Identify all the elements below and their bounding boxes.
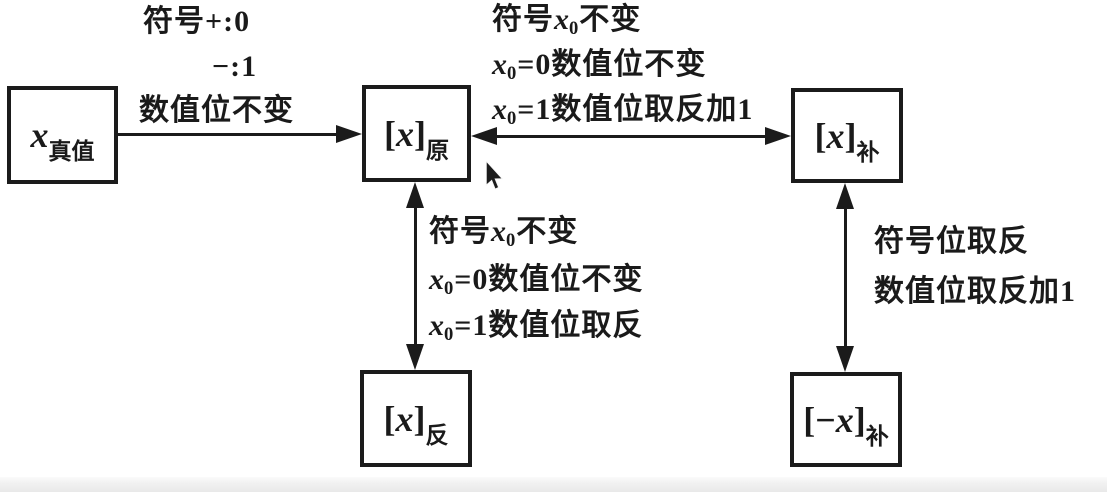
node-complement-code-label: [x]补 <box>814 115 880 165</box>
edge-label-sign-minus-one: −:1 <box>212 50 258 83</box>
edge-label-orig-comp-line1: 符号x0不变 <box>492 3 642 39</box>
edge-label-sign-bit-invert: 符号位取反 <box>874 225 1029 258</box>
node-original-code-label: [x]原 <box>384 113 449 163</box>
edge-label-orig-inv-line1: 符号x0不变 <box>429 215 579 251</box>
node-negative-complement-code-label: [−x]补 <box>803 399 889 449</box>
node-complement-code: [x]补 <box>791 88 903 183</box>
arrowhead-up-icon <box>406 182 424 208</box>
node-true-value: x真值 <box>7 86 118 184</box>
edge-label-magnitude-invert-add1: 数值位取反加1 <box>874 275 1076 308</box>
bottom-edge-strip <box>0 477 1107 492</box>
edge-label-sign-plus-zero: 符号+:0 <box>143 5 251 38</box>
node-inverse-code-label: [x]反 <box>383 398 449 448</box>
edge-label-orig-inv-line2: x0=0数值位不变 <box>429 263 644 299</box>
edge-label-orig-comp-line2: x0=0数值位不变 <box>492 48 707 84</box>
arrowhead-right-icon <box>336 125 362 143</box>
edge-label-orig-comp-line3: x0=1数值位取反加1 <box>492 93 754 129</box>
node-negative-complement-code: [−x]补 <box>790 372 902 467</box>
node-inverse-code: [x]反 <box>360 370 472 467</box>
mouse-cursor-icon <box>485 161 503 190</box>
edge-label-magnitude-unchanged: 数值位不变 <box>139 94 294 127</box>
edge-label-orig-inv-line3: x0=1数值位取反 <box>429 309 644 345</box>
arrowhead-up-icon <box>836 183 854 209</box>
arrowhead-down-icon <box>836 346 854 372</box>
arrowhead-down-icon <box>406 344 424 370</box>
arrowhead-left-icon <box>471 127 497 145</box>
node-true-value-label: x真值 <box>30 115 95 164</box>
node-original-code: [x]原 <box>362 85 471 182</box>
arrowhead-right-icon <box>765 127 791 145</box>
